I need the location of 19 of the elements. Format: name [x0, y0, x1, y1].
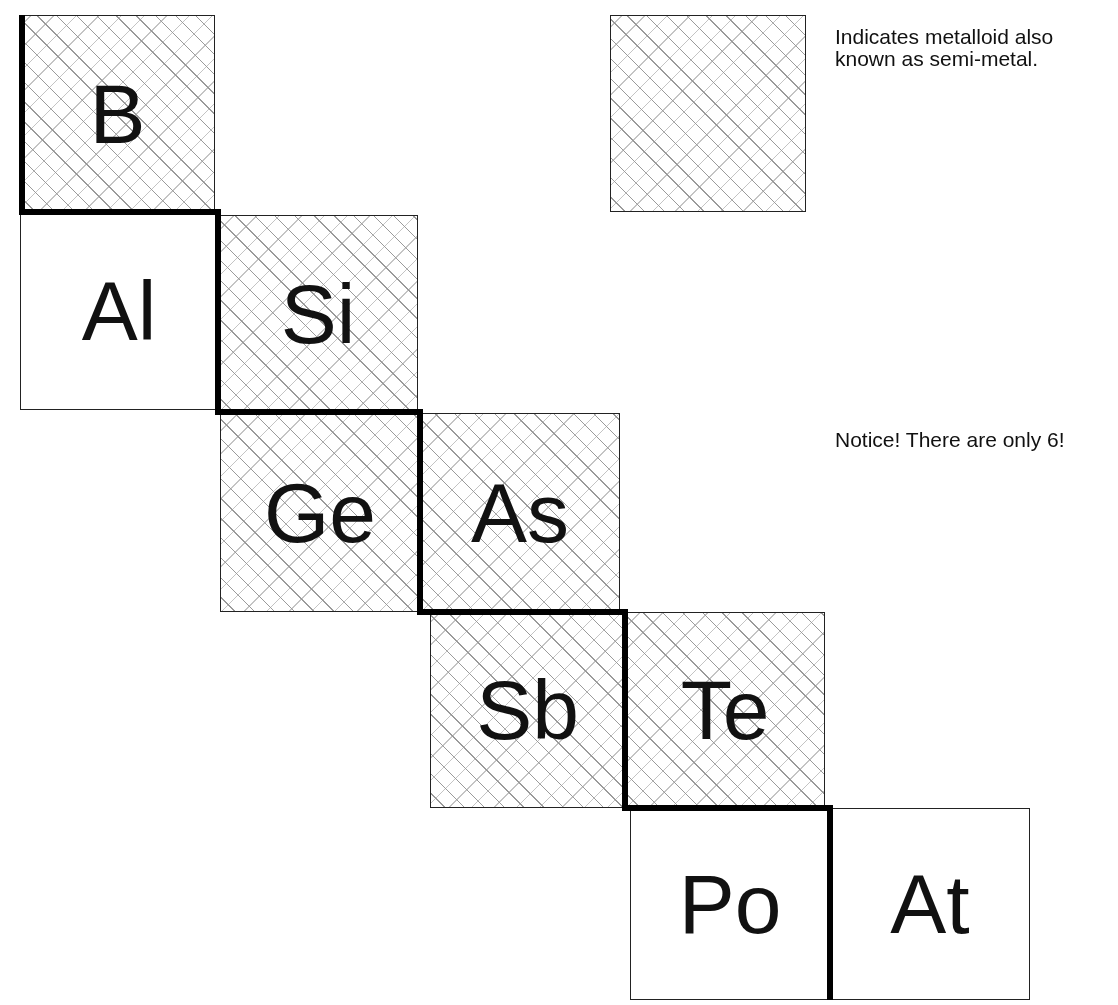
hatched-element-cell: [220, 413, 420, 612]
element-symbol: Ge: [263, 470, 377, 555]
element-cell: [20, 212, 218, 410]
element-cell: [830, 808, 1030, 1000]
element-symbol: Te: [680, 668, 770, 752]
element-symbol: Po: [678, 862, 782, 946]
note-text: Notice! There are only 6!: [835, 428, 1065, 452]
element-symbol: B: [89, 71, 146, 156]
legend-text: Indicates metalloid also known as semi-metal.: [835, 26, 1055, 71]
hatched-element-cell: [625, 612, 825, 808]
element-symbol: As: [471, 470, 569, 555]
element-symbol: Al: [81, 269, 157, 353]
hatched-element-cell: [430, 612, 625, 808]
element-cell: [630, 808, 830, 1000]
element-symbol: Sb: [476, 668, 579, 752]
hatched-element-cell: [218, 215, 418, 412]
element-symbol: At: [890, 862, 970, 946]
hatched-element-cell: [420, 413, 620, 612]
element-symbol: Si: [280, 271, 356, 356]
